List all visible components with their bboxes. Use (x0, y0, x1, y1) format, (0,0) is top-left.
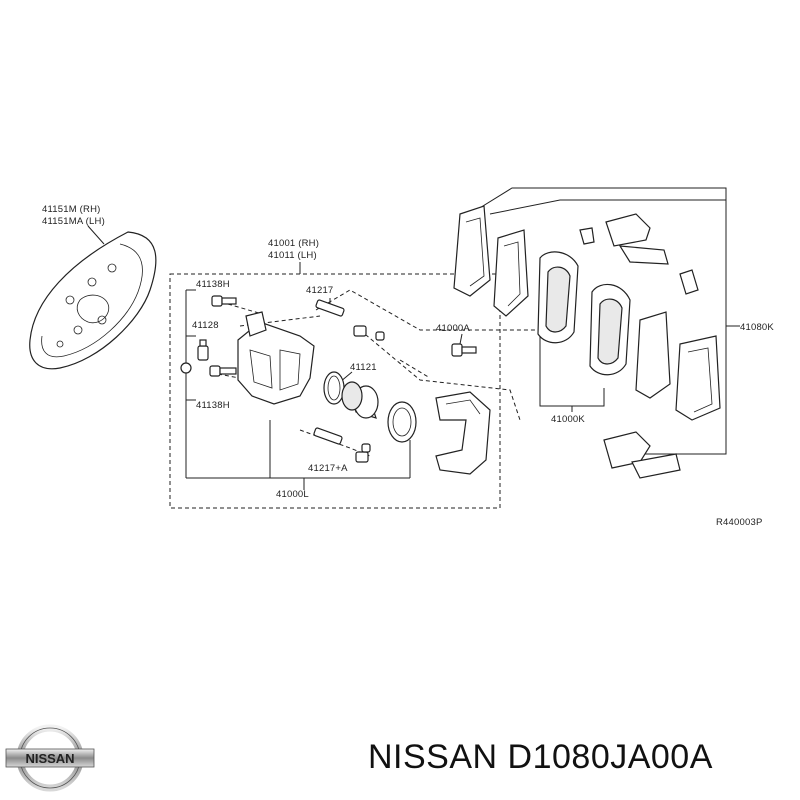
label-piston: 41121 (350, 362, 377, 373)
pad-clip-top (579, 213, 699, 295)
piston-seal (323, 371, 345, 405)
part-caption: NISSAN D1080JA00A (368, 738, 713, 776)
pad-shim-inner (493, 229, 529, 317)
dust-shield (29, 231, 157, 370)
logo-text: NISSAN (25, 751, 74, 766)
label-mount-bolt: 41000A (436, 323, 470, 334)
pad-shim-right-2 (675, 335, 721, 421)
label-shield-lh: 41151MA (LH) (42, 216, 105, 227)
pin-bolt-bottom (209, 365, 237, 377)
label-pad-kit: 41000K (551, 414, 585, 425)
pad-clip-bottom (603, 431, 681, 479)
bleeder-screw (180, 339, 209, 374)
label-boot-kit: 41217+A (308, 463, 348, 474)
ref-code: R440003P (716, 517, 763, 528)
pad-shim-right-1 (635, 311, 671, 399)
leader-lines (185, 289, 411, 490)
label-caliper-assy: 41000L (276, 489, 309, 500)
caliper-group-box (169, 273, 501, 509)
caliper-body (237, 311, 315, 405)
label-pin-bolt-top: 41138H (196, 279, 230, 290)
label-caliper-rh: 41001 (RH) (268, 238, 319, 249)
guide-pin-top (315, 299, 385, 341)
label-pin-bolt-bottom: 41138H (196, 400, 230, 411)
guide-pin-bottom (313, 427, 371, 463)
pad-shim-outer (453, 205, 491, 297)
mounting-bolt (451, 343, 477, 357)
brake-pad-inner (589, 283, 631, 376)
label-boot-top: 41217 (306, 285, 333, 296)
piston (341, 381, 379, 419)
brake-pad-outer (537, 251, 579, 344)
caliper-bracket (435, 391, 491, 475)
label-pad-hardware: 41080K (740, 322, 774, 333)
label-caliper-lh: 41011 (LH) (268, 250, 317, 261)
nissan-logo: NISSAN (5, 724, 95, 792)
piston-boot (387, 401, 417, 443)
pin-bolt-top (211, 295, 237, 307)
label-bleeder: 41128 (192, 320, 219, 331)
label-shield-rh: 41151M (RH) (42, 204, 101, 215)
